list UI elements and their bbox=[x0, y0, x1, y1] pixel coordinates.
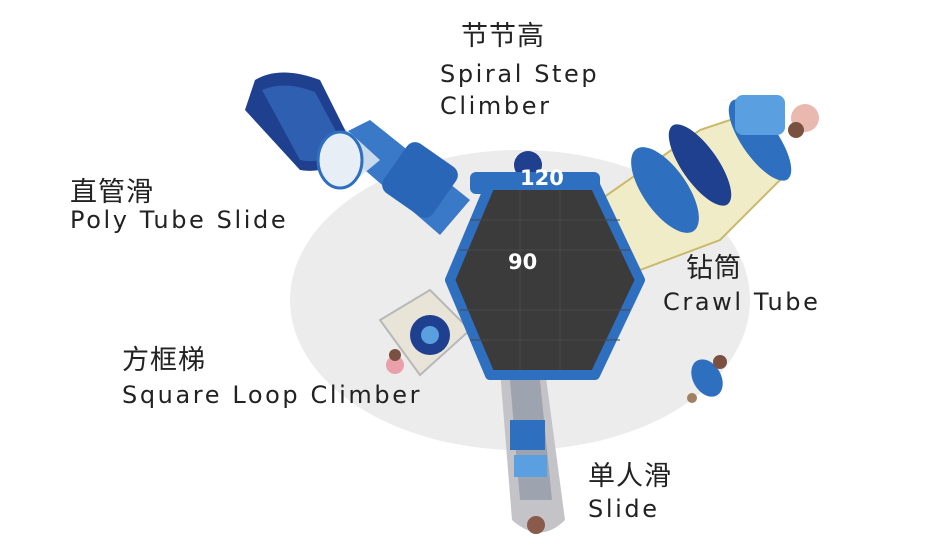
crawl-tube bbox=[598, 95, 819, 272]
label-crawl-en: Crawl Tube bbox=[663, 288, 821, 316]
label-crawl-cn: 钻筒 bbox=[686, 253, 742, 284]
label-spiral-en-2: Climber bbox=[440, 92, 552, 120]
dimension-90: 90 bbox=[508, 250, 538, 274]
child-figure bbox=[687, 355, 727, 403]
dimension-120: 120 bbox=[520, 166, 564, 190]
label-spiral-cn: 节节高 bbox=[461, 21, 545, 52]
label-square-cn: 方框梯 bbox=[122, 345, 206, 376]
label-poly-en: Poly Tube Slide bbox=[70, 206, 289, 234]
poly-tube-slide bbox=[245, 72, 470, 235]
label-slide-cn: 单人滑 bbox=[588, 461, 672, 492]
single-slide bbox=[500, 370, 565, 534]
label-slide-en: Slide bbox=[588, 495, 660, 523]
deck-grid bbox=[460, 190, 630, 370]
label-spiral-en-1: Spiral Step bbox=[440, 60, 600, 88]
label-poly-cn: 直管滑 bbox=[70, 177, 154, 208]
square-loop-climber bbox=[378, 288, 472, 377]
hexagon-deck bbox=[445, 180, 645, 380]
label-square-en: Square Loop Climber bbox=[122, 381, 423, 409]
